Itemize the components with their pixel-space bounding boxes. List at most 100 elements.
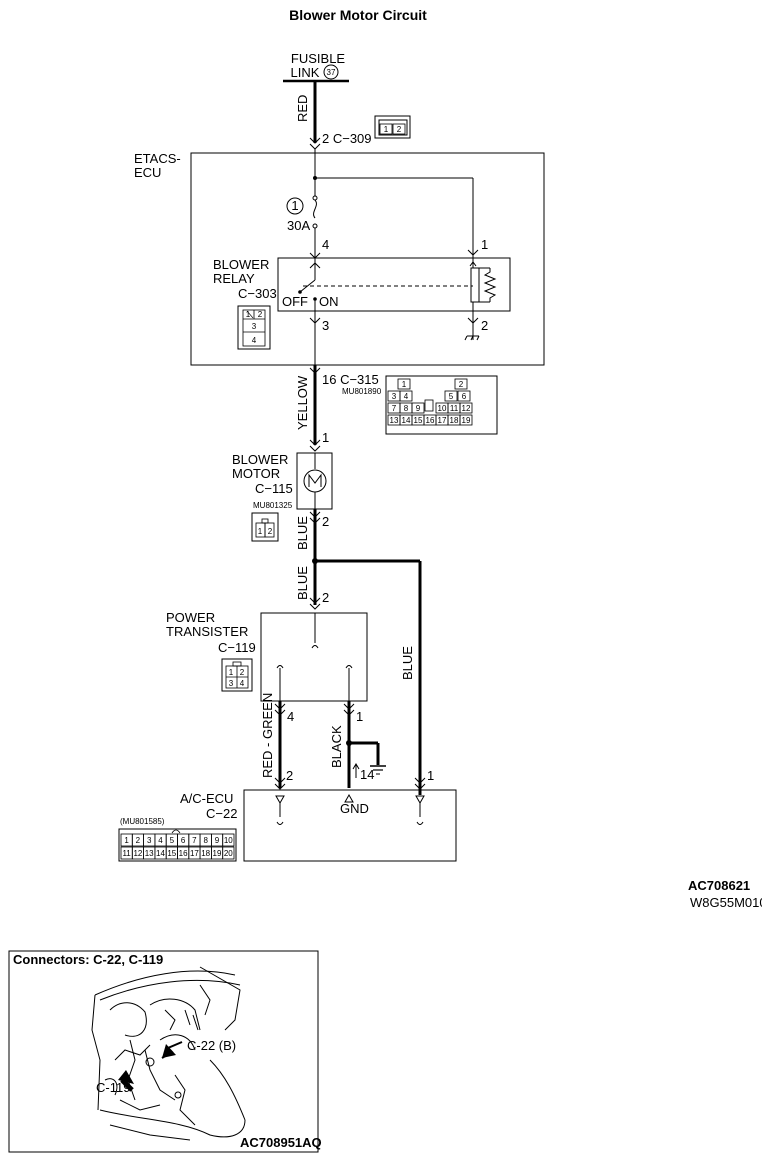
c315-pin-18: 18	[450, 416, 459, 425]
connector-location-inset: Connectors: C-22, C-119	[8, 950, 322, 1153]
motor-part-number: MU801325	[253, 501, 293, 510]
c22-pin-17: 17	[190, 849, 199, 858]
wire-label-blue-3: BLUE	[400, 646, 415, 680]
c22-pin-12: 12	[133, 849, 142, 858]
c315-pin-16: 16	[426, 416, 435, 425]
c115-pin-2: 2	[268, 527, 273, 536]
c119-pin-1: 1	[229, 668, 234, 677]
relay-pin-4: 4	[322, 237, 329, 252]
blower-relay-box	[277, 257, 511, 312]
c22-pin-16: 16	[179, 849, 188, 858]
c303-pin-3: 3	[252, 322, 257, 331]
c119-pin-3: 3	[229, 679, 234, 688]
ac-ecu-pin-14: 14	[360, 767, 374, 782]
c115-pin-1: 1	[258, 527, 263, 536]
c22-pin-14: 14	[156, 849, 165, 858]
c315-pin-10: 10	[438, 404, 447, 413]
relay-label-1: BLOWER	[213, 257, 269, 272]
c315-pin-12: 12	[462, 404, 471, 413]
etacs-ecu-box	[190, 152, 545, 366]
c315-pin-7: 7	[392, 404, 397, 413]
relay-off-label: OFF	[282, 294, 308, 309]
c22-pin-3: 3	[147, 836, 152, 845]
ac-ecu-pin-2: 2	[286, 768, 293, 783]
relay-pin-2: 2	[481, 318, 488, 333]
c22-pin-18: 18	[201, 849, 210, 858]
c22-pin-5: 5	[170, 836, 175, 845]
transistor-label-2: TRANSISTER	[166, 624, 248, 639]
c309-label: 2 C−309	[322, 131, 372, 146]
fusible-link-number: 37	[327, 68, 336, 77]
gnd-label: GND	[340, 801, 369, 816]
fuse-rating: 30A	[287, 218, 310, 233]
c315-pin-14: 14	[402, 416, 411, 425]
c22-pin-7: 7	[192, 836, 197, 845]
wire-label-black: BLACK	[329, 725, 344, 768]
reference-code-2: W8G55M010A	[690, 895, 762, 910]
c315-pin-8: 8	[404, 404, 409, 413]
fusible-link-label-1: FUSIBLE	[291, 51, 346, 66]
c315-part-number: MU801890	[342, 387, 382, 396]
c22-pin-11: 11	[122, 849, 131, 858]
c119-pin-4: 4	[240, 679, 245, 688]
c119-connector-icon: 1 2 3 4	[221, 658, 253, 692]
inset-label-c119: C-119	[96, 1080, 130, 1095]
c315-pin-5: 5	[449, 392, 454, 401]
wire-label-blue-1: BLUE	[295, 516, 310, 550]
c22-pin-15: 15	[167, 849, 176, 858]
wire-label-yellow: YELLOW	[295, 375, 310, 430]
relay-pin-3: 3	[322, 318, 329, 333]
relay-connector-label: C−303	[238, 286, 277, 301]
c22-pin-19: 19	[213, 849, 222, 858]
c22-pin-13: 13	[145, 849, 154, 858]
c22-pin-20: 20	[224, 849, 233, 858]
c309-pin-2: 2	[397, 125, 402, 134]
ac-ecu-pin-1: 1	[427, 768, 434, 783]
c22-pin-2: 2	[136, 836, 141, 845]
c315-pin-15: 15	[414, 416, 423, 425]
c119-pin-2: 2	[240, 668, 245, 677]
inset-title: Connectors: C-22, C-119	[13, 952, 163, 967]
c22-pin-1: 1	[124, 836, 129, 845]
fuse-number: 1	[291, 198, 298, 213]
inset-label-c22: C-22 (B)	[187, 1038, 236, 1053]
c303-connector-icon: 1 2 3 4	[237, 305, 271, 350]
c303-pin-2: 2	[258, 310, 263, 319]
c315-pin-19: 19	[462, 416, 471, 425]
diagram-title: Blower Motor Circuit	[289, 7, 427, 23]
dashboard-illustration	[91, 966, 246, 1141]
wire-label-blue-2: BLUE	[295, 566, 310, 600]
relay-label-2: RELAY	[213, 271, 255, 286]
ac-ecu-connector-label: C−22	[206, 806, 237, 821]
motor-icon	[303, 469, 327, 493]
inset-code: AC708951AQ	[240, 1135, 322, 1150]
c22-part-number: (MU801585)	[120, 817, 165, 826]
power-transistor-box	[260, 612, 368, 702]
motor-label-2: MOTOR	[232, 466, 280, 481]
fusible-link: FUSIBLE LINK 37	[283, 51, 349, 83]
fusible-link-label-2: LINK	[291, 65, 320, 80]
c315-pin-2: 2	[459, 380, 464, 389]
wire-label-red-green: RED - GREEN	[260, 693, 275, 778]
c22-pin-10: 10	[224, 836, 233, 845]
relay-pin-1: 1	[481, 237, 488, 252]
motor-pin-2: 2	[322, 514, 329, 529]
c309-connector-icon: 1 2	[374, 115, 411, 139]
c22-pin-8: 8	[203, 836, 208, 845]
c315-pin-6: 6	[462, 392, 467, 401]
c315-pin-4: 4	[404, 392, 409, 401]
c315-label: 16 C−315	[322, 372, 379, 387]
c303-pin-4: 4	[252, 336, 257, 345]
c315-pin-1: 1	[402, 380, 407, 389]
transistor-pin-2: 2	[322, 590, 329, 605]
etacs-label-2: ECU	[134, 165, 161, 180]
relay-on-label: ON	[319, 294, 339, 309]
motor-connector-label: C−115	[255, 481, 293, 496]
c315-pin-17: 17	[438, 416, 447, 425]
motor-label-1: BLOWER	[232, 452, 288, 467]
c315-pin-3: 3	[392, 392, 397, 401]
c22-pin-9: 9	[215, 836, 220, 845]
